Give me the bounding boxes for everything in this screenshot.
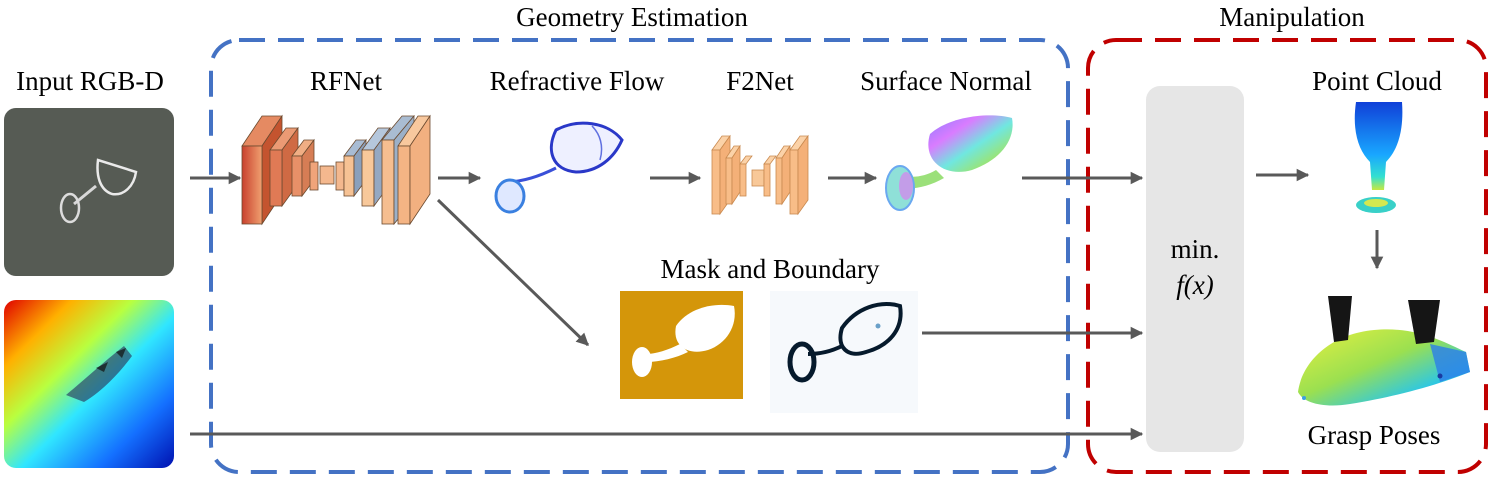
rgb-input-image	[4, 108, 174, 276]
optimizer-block	[1146, 86, 1244, 452]
mask-image	[620, 291, 743, 399]
optimizer-fx-label: f(x)	[1176, 270, 1214, 300]
rfnet-label: RFNet	[309, 66, 383, 96]
manipulation-box	[1086, 38, 1488, 474]
depth-input-image	[4, 300, 174, 468]
optimizer-min-label: min.	[1170, 234, 1220, 264]
boundary-image	[770, 291, 918, 413]
geometry-estimation-box	[209, 38, 1070, 474]
surface-normal-image	[885, 115, 1013, 211]
arrows	[190, 168, 1384, 441]
f2net-icon	[711, 134, 809, 216]
arrow-rfnet-to-mask	[436, 198, 590, 347]
f2net-label: F2Net	[726, 66, 794, 96]
point-cloud-label: Point Cloud	[1312, 66, 1442, 96]
manipulation-title: Manipulation	[1219, 2, 1365, 32]
refractive-flow-label: Refractive Flow	[489, 66, 665, 96]
geometry-estimation-title: Geometry Estimation	[516, 2, 748, 32]
grasp-poses-label: Grasp Poses	[1307, 420, 1441, 450]
rfnet-icon	[241, 114, 431, 226]
surface-normal-label: Surface Normal	[860, 66, 1032, 96]
mask-and-boundary-label: Mask and Boundary	[660, 254, 880, 284]
grasp-poses-image	[1298, 296, 1470, 406]
refractive-flow-image	[488, 106, 634, 220]
point-cloud-image	[1354, 102, 1403, 213]
input-rgbd-label: Input RGB-D	[16, 66, 164, 96]
